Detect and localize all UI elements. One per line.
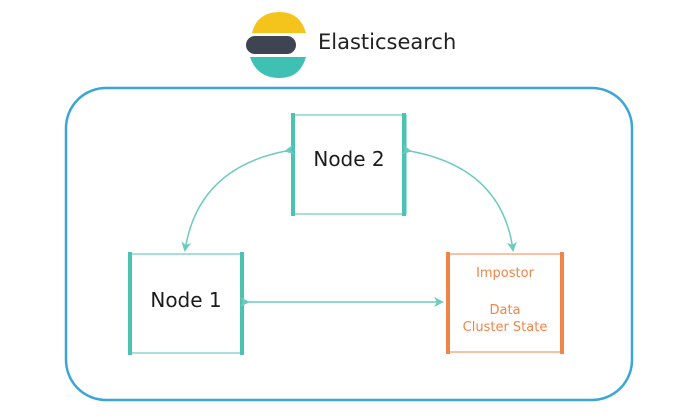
impostor-cluster-state-label: Cluster State — [462, 320, 548, 335]
brand-name: Elasticsearch — [318, 30, 457, 54]
cluster-boundary — [64, 86, 634, 402]
edge-node2-node1 — [181, 144, 295, 252]
impostor-title: Impostor — [476, 266, 534, 281]
logo-bottom-segment — [250, 57, 306, 78]
node2-label: Node 2 — [313, 147, 385, 171]
elasticsearch-logo-icon — [246, 12, 306, 78]
edge-node2-impostor — [401, 144, 517, 252]
node1-label: Node 1 — [150, 288, 222, 312]
logo-top-segment — [252, 12, 306, 33]
impostor-box — [446, 252, 564, 354]
impostor-data-label: Data — [489, 303, 521, 318]
logo-middle-segment — [246, 36, 296, 54]
